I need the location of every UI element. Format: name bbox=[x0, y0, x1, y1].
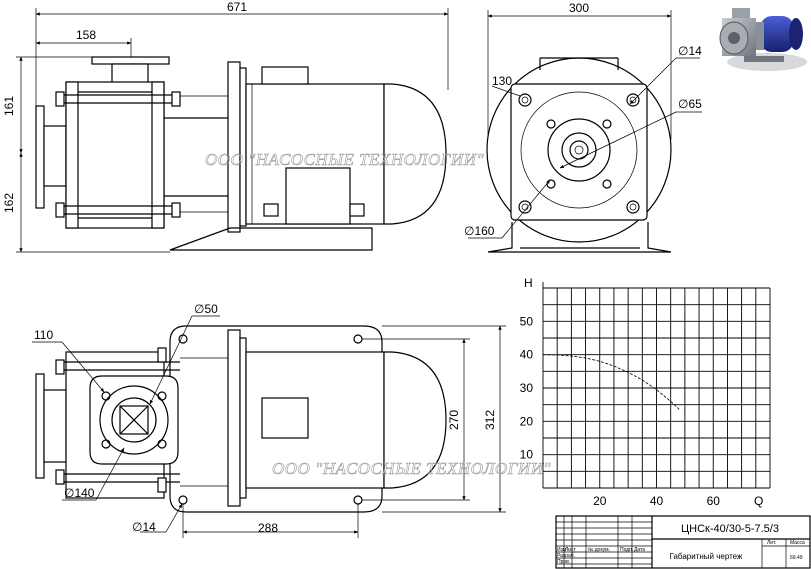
tb-doc-name: Габаритный чертеж bbox=[670, 552, 743, 561]
dim-plan-base-length: 288 bbox=[258, 521, 278, 535]
title-block: Изм Лист № докум. Подп. Дата Разраб. Про… bbox=[555, 515, 811, 569]
dim-front-base-dia: ∅160 bbox=[464, 224, 495, 238]
watermark-top: ООО "НАСОСНЫЕ ТЕХНОЛОГИИ" bbox=[205, 150, 485, 169]
chart-y-ticks: 10 20 30 40 50 bbox=[520, 314, 534, 461]
tb-col-date: Дата bbox=[634, 547, 645, 553]
pump-thumbnail bbox=[719, 8, 807, 71]
tb-role-check: Пров. bbox=[557, 559, 570, 565]
dim-front-spacing: 130 bbox=[492, 74, 512, 88]
chart-y-tick-label: 30 bbox=[520, 381, 534, 395]
dim-front-outlet-dia: ∅65 bbox=[678, 97, 702, 111]
tb-col-mass: Масса bbox=[790, 540, 805, 546]
dim-overall-width: 671 bbox=[227, 0, 247, 14]
chart-y-label: H bbox=[524, 276, 533, 290]
chart-x-ticks: 20 40 60 bbox=[593, 494, 720, 508]
tb-col-doc: № докум. bbox=[588, 547, 610, 553]
dim-inlet-offset: 158 bbox=[76, 28, 96, 42]
dim-front-width: 300 bbox=[569, 1, 589, 15]
tb-col-list: Лист bbox=[565, 547, 577, 553]
tb-col-sign: Подп. bbox=[620, 547, 633, 553]
dim-front-bolt-dia: ∅14 bbox=[678, 44, 702, 58]
dim-plan-hole-dia: ∅14 bbox=[132, 520, 156, 534]
tb-col-lit: Лит. bbox=[767, 540, 776, 546]
plan-view: 288 270 312 ∅50 110 ∅140 ∅14 bbox=[32, 302, 506, 538]
chart-y-tick-label: 10 bbox=[520, 448, 534, 462]
hq-chart: 10 20 30 40 50 20 40 60 H Q bbox=[520, 276, 771, 508]
dim-plan-inner-width: 270 bbox=[447, 410, 461, 430]
chart-x-tick-label: 20 bbox=[593, 494, 607, 508]
chart-x-tick-label: 60 bbox=[707, 494, 721, 508]
tb-role-dev: Разраб. bbox=[557, 553, 575, 559]
watermark-bottom: ООО "НАСОСНЫЕ ТЕХНОЛОГИИ" bbox=[272, 459, 552, 478]
chart-grid bbox=[543, 287, 771, 488]
tb-model: ЦНСк-40/30-5-7.5/3 bbox=[681, 523, 779, 535]
chart-y-tick-label: 40 bbox=[520, 348, 534, 362]
tb-col-izm: Изм bbox=[557, 547, 567, 553]
dim-plan-flange-dia: ∅140 bbox=[64, 486, 95, 500]
chart-series-curve bbox=[542, 354, 680, 410]
chart-y-tick-label: 50 bbox=[520, 314, 534, 328]
dim-plan-outer-width: 312 bbox=[483, 410, 497, 430]
front-view: 300 130 ∅14 ∅65 ∅160 bbox=[464, 1, 702, 253]
dim-height-lower: 162 bbox=[2, 193, 16, 213]
chart-x-label: Q bbox=[754, 494, 763, 508]
dim-height-upper: 161 bbox=[2, 96, 16, 116]
tb-mass: 69.49 bbox=[790, 555, 803, 561]
chart-x-tick-label: 40 bbox=[650, 494, 664, 508]
dim-plan-flange: 110 bbox=[34, 328, 53, 342]
dim-plan-outlet-dia: ∅50 bbox=[194, 302, 218, 316]
side-view: 671 158 161 162 bbox=[2, 0, 449, 253]
chart-y-tick-label: 20 bbox=[520, 414, 534, 428]
